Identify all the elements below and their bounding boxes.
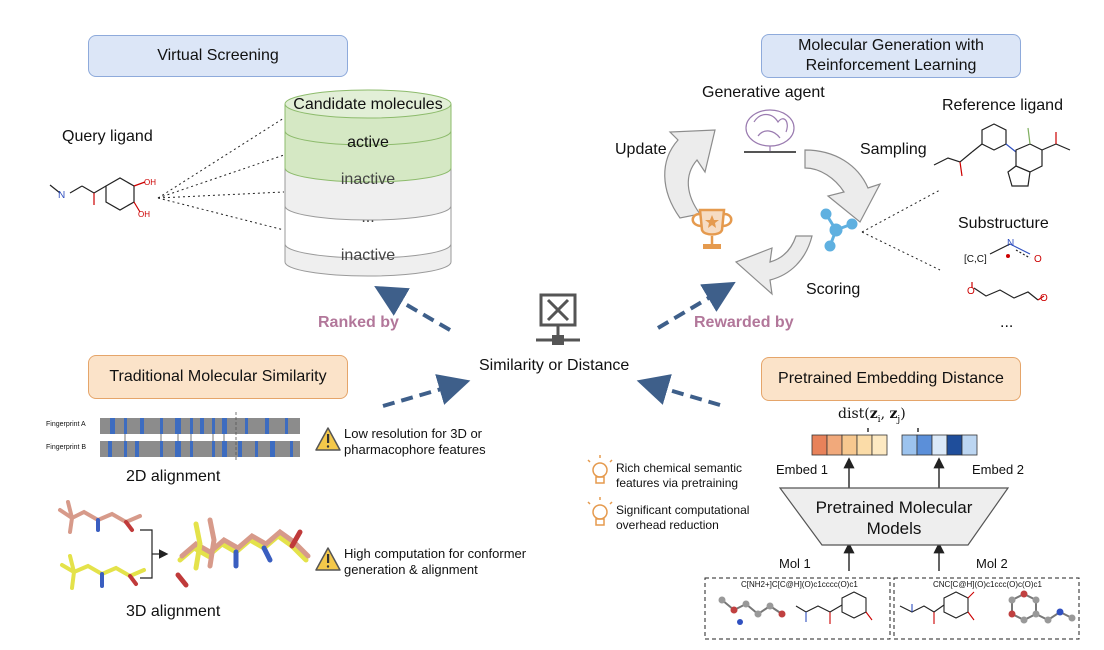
mol2-box [893, 577, 1080, 640]
rl-title-line1: Molecular Generation with [798, 37, 984, 54]
3d-molecule-top [58, 500, 142, 534]
substructure-ellipsis: ... [1000, 314, 1014, 331]
mol1-3d-model [718, 596, 786, 625]
model-label-line1: Pretrained Molecular [815, 498, 973, 517]
rl-cycle-arrows [664, 129, 882, 296]
benefit-2-text: Significant computational overhead reduc… [616, 503, 749, 533]
reference-ligand-label: Reference ligand [942, 97, 1063, 114]
embed1-vector [811, 434, 888, 456]
substructure-atom [1006, 254, 1010, 258]
generative-agent-label: Generative agent [702, 84, 825, 101]
warning-1-text: Low resolution for 3D or pharmacophore f… [344, 426, 486, 458]
warning-2-line1: High computation for conformer [344, 546, 527, 561]
mol2-3d-model [1008, 590, 1076, 624]
mol2-smiles: CNC[C@H](O)c1ccc(O)c(O)c1 [933, 580, 1043, 589]
substructure-2 [971, 282, 1045, 301]
benefit-2-line2: overhead reduction [616, 518, 719, 532]
update-label: Update [615, 141, 667, 158]
scoring-label: Scoring [806, 281, 861, 298]
mol2-label: Mol 2 [976, 556, 1008, 571]
embedding-arrows [843, 428, 945, 571]
substructure-cc-label: [C,C] [964, 254, 987, 265]
cylinder-row-inactive-2: inactive [340, 247, 396, 264]
similarity-network-icon [536, 293, 580, 345]
model-label-line2: Models [866, 519, 922, 538]
lightbulb-icon-1 [587, 455, 613, 484]
pretrained-model-funnel [778, 487, 1010, 546]
embed1-label: Embed 1 [776, 462, 829, 477]
warning-icon-1 [315, 427, 341, 451]
3d-alignment-label: 3D alignment [126, 603, 221, 620]
embed2-label: Embed 2 [972, 462, 1025, 477]
lightbulb-icon-2 [587, 497, 613, 526]
substructure2-o-atom-1: O [967, 286, 975, 297]
scoring-molecule-icon [820, 208, 858, 252]
fingerprint-b-bar [100, 441, 300, 457]
candidate-cylinder [284, 89, 452, 277]
fingerprint-match-lines [124, 412, 237, 462]
query-dotted-lines [157, 117, 285, 231]
dashed-arrows [374, 281, 736, 408]
query-ligand-label: Query ligand [62, 128, 153, 145]
distance-formula: dist(zi, zj) [838, 406, 906, 425]
rl-title-line2: Reinforcement Learning [805, 57, 977, 74]
benefit-2-line1: Significant computational [616, 503, 750, 517]
virtual-screening-title: Virtual Screening [88, 35, 348, 77]
fingerprint-a-label: Fingerprint A [46, 421, 86, 428]
warning-icon-2 [315, 547, 341, 571]
mol1-structure [795, 591, 873, 624]
similarity-distance-label: Similarity or Distance [479, 357, 630, 374]
substructure-1 [989, 243, 1031, 259]
sampling-label: Sampling [860, 141, 927, 158]
query-nh-atom: N [58, 190, 66, 201]
reference-ligand-structure [933, 123, 1071, 187]
mol1-smiles: C[NH2+]C[C@H](O)c1cccc(O)c1 [741, 580, 858, 589]
mol1-box [704, 577, 891, 640]
substructure-label: Substructure [958, 215, 1049, 232]
cylinder-row-active: active [347, 134, 389, 151]
3d-merge-bracket [140, 529, 169, 579]
cylinder-row-inactive-1: inactive [340, 171, 396, 188]
benefit-1-text: Rich chemical semantic features via pret… [616, 461, 742, 491]
rewarded-by-label: Rewarded by [694, 314, 794, 331]
benefit-1-line2: features via pretraining [616, 476, 739, 490]
substructure-o-atom: O [1034, 254, 1042, 265]
mol2-structure [899, 591, 975, 624]
query-ligand-structure [49, 177, 146, 213]
cylinder-header: Candidate molecules [293, 96, 443, 113]
fingerprint-a-bar [100, 418, 300, 434]
warning-2-text: High computation for conformer generatio… [344, 546, 526, 578]
warning-2-line2: generation & alignment [344, 562, 478, 577]
brain-icon [744, 109, 796, 153]
substructure2-o-atom-2: O [1040, 293, 1048, 304]
warning-1-line2: pharmacophore features [344, 442, 486, 457]
trophy-icon [691, 208, 733, 249]
benefit-1-line1: Rich chemical semantic [616, 461, 743, 475]
3d-overlay-molecule [175, 517, 311, 588]
substructure-n-atom: N [1007, 238, 1015, 249]
2d-alignment-label: 2D alignment [126, 468, 221, 485]
query-oh-atom-1: OH [144, 178, 156, 187]
pretrained-model-label: Pretrained Molecular Models [780, 497, 1008, 539]
warning-1-line1: Low resolution for 3D or [344, 426, 483, 441]
rl-generation-title: Molecular Generation with Reinforcement … [761, 34, 1021, 78]
pretrained-embedding-title: Pretrained Embedding Distance [761, 357, 1021, 401]
scoring-dotted-lines [861, 189, 941, 271]
fingerprint-b-label: Fingerprint B [46, 444, 87, 451]
ranked-by-label: Ranked by [318, 314, 399, 331]
mol1-label: Mol 1 [779, 556, 811, 571]
cylinder-row-ellipsis: ... [361, 209, 375, 226]
embed2-vector [901, 434, 978, 456]
traditional-similarity-title: Traditional Molecular Similarity [88, 355, 348, 399]
query-oh-atom-2: OH [138, 210, 150, 219]
3d-molecule-bottom [60, 554, 146, 590]
